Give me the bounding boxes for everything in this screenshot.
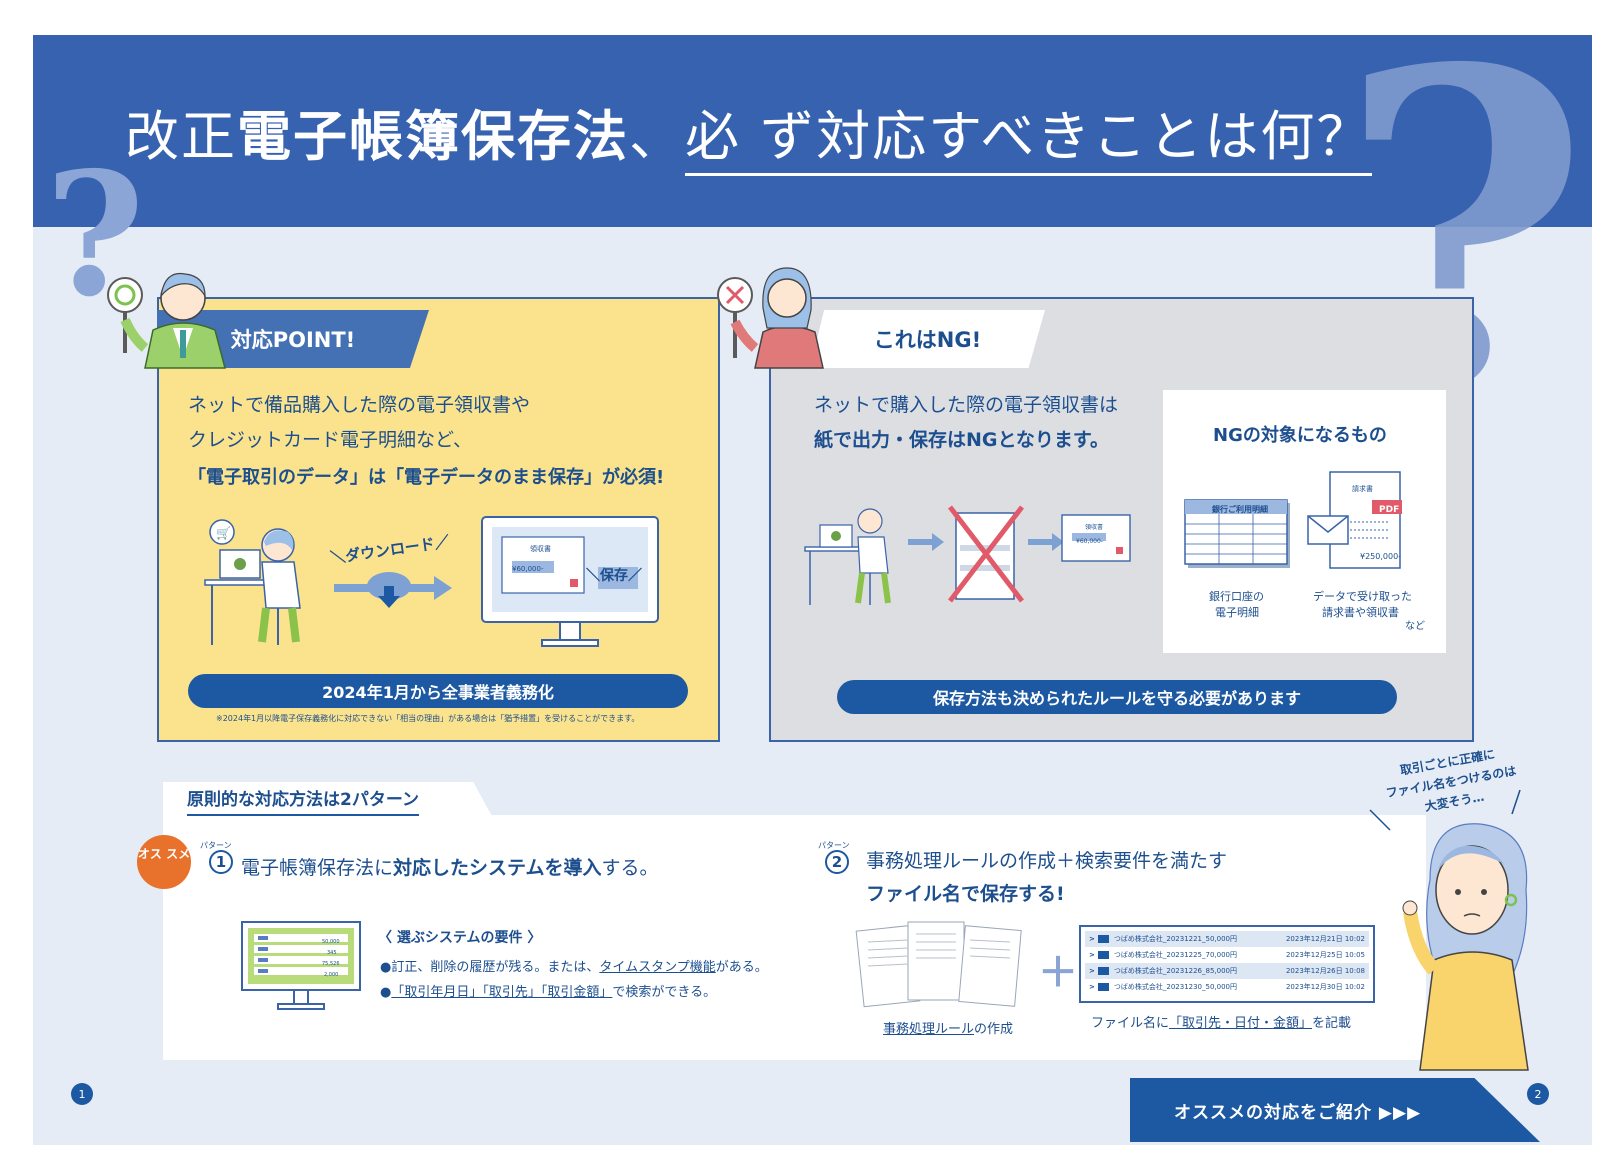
- cloud-download-arrow: [334, 572, 452, 608]
- recommended-solution-button[interactable]: オススメの対応をご紹介 ▶▶▶: [1130, 1078, 1540, 1142]
- file-name: つばめ株式会社_20231230_50,000円: [1113, 983, 1237, 991]
- ng-target-title: NGの対象になるもの: [1213, 425, 1387, 446]
- ng-text-2: 紙で出力・保存はNGとなります。: [814, 429, 1110, 451]
- rule-banner: 保存方法も決められたルールを守る必要があります: [837, 680, 1397, 714]
- bank-statement-icon: [1184, 499, 1290, 568]
- patterns-tab-title: 原則的な対応方法は2パターン: [187, 786, 419, 816]
- file-name: つばめ株式会社_20231221_50,000円: [1113, 935, 1237, 943]
- deadline-footnote: ※2024年1月以降電子保存義務化に対応できない「相当の理由」がある場合は「猶予…: [216, 714, 640, 723]
- page-title: 改正電子帳簿保存法、必 ず対応すべきことは何？: [125, 92, 1373, 176]
- screen-value-2: 345: [327, 950, 337, 956]
- file-row: > つばめ株式会社_20231226_85,000円 2023年12月26日 10:…: [1085, 963, 1369, 979]
- ng-text-1: ネットで購入した際の電子領収書は: [814, 394, 1119, 416]
- requirement-2: ●「取引年月日」「取引先」「取引金額」で検索ができる。: [380, 985, 717, 1000]
- pattern-1-text: 電子帳簿保存法に対応したシステムを導入する。: [241, 857, 659, 879]
- screen-value-1: 50,000: [322, 939, 340, 945]
- person-printing-illustration: [804, 505, 1131, 605]
- folder-icon: [1097, 951, 1109, 959]
- pattern-2-line-1: 事務処理ルールの作成＋検索要件を満たす: [866, 850, 1228, 872]
- svg-text:🛒: 🛒: [216, 526, 231, 540]
- screen-value-3: 75,526: [322, 961, 340, 967]
- receipt-title: 領収書: [530, 545, 551, 553]
- chevron-right-icon: >: [1089, 951, 1095, 959]
- point-text-2: クレジットカード電子明細など、: [188, 429, 473, 451]
- folder-icon: [1097, 983, 1109, 991]
- system-monitor-icon: [241, 921, 361, 1010]
- pattern-1-number: 1: [209, 850, 233, 874]
- person-at-laptop-illustration: 🛒: [204, 519, 301, 645]
- file-row: > つばめ株式会社_20231225_70,000円 2023年12月25日 10:…: [1085, 947, 1369, 963]
- thinking-woman-illustration: [1402, 823, 1529, 1071]
- invoice-label-1: データで受け取った: [1313, 590, 1412, 603]
- requirement-1: ●訂正、削除の履歴が残る。または、タイムスタンプ機能がある。: [380, 960, 768, 975]
- chevron-right-icon: >: [1089, 935, 1095, 943]
- requirements-title: 〈 選ぶシステムの要件 〉: [378, 930, 542, 946]
- deadline-banner: 2024年1月から全事業者義務化: [188, 674, 688, 708]
- file-caption: ファイル名に「取引先・日付・金額」を記載: [1091, 1016, 1352, 1031]
- invoice-etc: など: [1405, 621, 1425, 632]
- ng-receipt-title: 領収書: [1085, 524, 1104, 531]
- page-number-right: 2: [1527, 1083, 1549, 1105]
- point-text-1: ネットで備品購入した際の電子領収書や: [188, 394, 531, 416]
- ng-receipt-amount: ¥60,000-: [1076, 538, 1103, 545]
- invoice-title: 請求書: [1352, 485, 1373, 493]
- bank-statement-title: 銀行ご利用明細: [1212, 505, 1268, 514]
- man-character-illustration: [107, 272, 226, 369]
- rule-caption: 事務処理ルールの作成: [883, 1022, 1014, 1037]
- file-row: > つばめ株式会社_20231230_50,000円 2023年12月30日 10:…: [1085, 979, 1369, 995]
- file-name: つばめ株式会社_20231225_70,000円: [1113, 951, 1237, 959]
- pattern-2-label: パターン: [818, 841, 850, 850]
- save-label: ＼保存／: [586, 568, 642, 584]
- recommended-badge: オス スメ: [137, 835, 191, 889]
- monitor-receipt-illustration: [481, 516, 659, 647]
- folder-icon: [1097, 935, 1109, 943]
- file-row: > つばめ株式会社_20231221_50,000円 2023年12月21日 10:…: [1085, 931, 1369, 947]
- bank-label-2: 電子明細: [1215, 606, 1259, 619]
- screen-value-4: 2,000: [324, 972, 339, 978]
- invoice-label-2: 請求書や領収書: [1322, 606, 1399, 619]
- invoice-email-icon: [1307, 471, 1402, 569]
- patterns-tab: [163, 782, 493, 818]
- file-list: > つばめ株式会社_20231221_50,000円 2023年12月21日 10:…: [1079, 925, 1375, 1003]
- invoice-pdf-tag: PDF: [1379, 505, 1400, 515]
- file-date: 2023年12月25日 10:05: [1285, 951, 1365, 959]
- pattern-1-label: パターン: [200, 841, 232, 850]
- woman-character-illustration: [717, 267, 824, 369]
- file-date: 2023年12月21日 10:02: [1285, 935, 1365, 943]
- receipt-amount: ¥60,000-: [512, 565, 544, 573]
- file-name: つばめ株式会社_20231226_85,000円: [1113, 967, 1237, 975]
- header-banner: [33, 35, 1592, 227]
- pattern-2-line-2: ファイル名で保存する!: [866, 883, 1065, 905]
- invoice-amount: ¥250,000-: [1360, 552, 1402, 561]
- folder-icon: [1097, 967, 1109, 975]
- page-number-left: 1: [71, 1083, 93, 1105]
- chevron-right-icon: >: [1089, 967, 1095, 975]
- pattern-2-number: 2: [825, 850, 849, 874]
- bank-label-1: 銀行口座の: [1209, 590, 1264, 603]
- file-date: 2023年12月30日 10:02: [1285, 983, 1365, 991]
- point-text-3: 「電子取引のデータ」は「電子データのまま保存」が必須!: [188, 467, 665, 488]
- chevron-right-icon: >: [1089, 983, 1095, 991]
- thought-lines: [1369, 789, 1521, 831]
- plus-icon: ＋: [1038, 950, 1078, 996]
- rule-documents-icon: [855, 921, 1022, 1008]
- file-date: 2023年12月26日 10:08: [1285, 967, 1365, 975]
- ng-ribbon: これはNG!: [810, 310, 1045, 368]
